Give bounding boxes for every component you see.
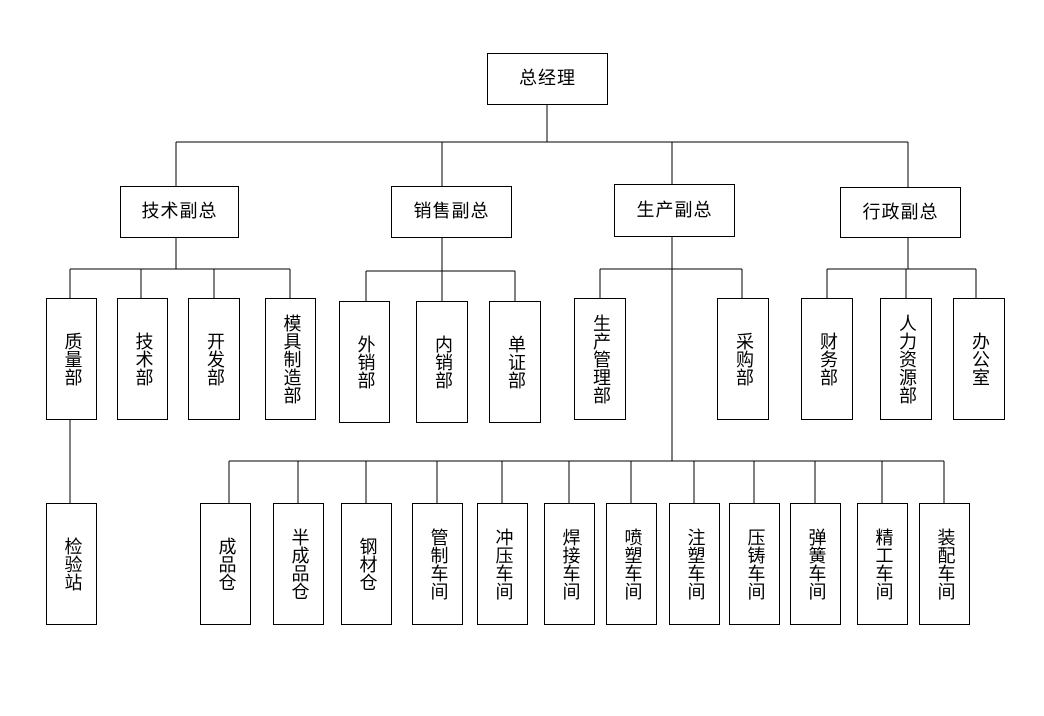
node-documentation-department: 单证部 bbox=[489, 301, 541, 423]
node-finance-department: 财务部 bbox=[801, 298, 853, 420]
node-production-management-department: 生产管理部 bbox=[574, 298, 626, 420]
node-quality-department: 质量部 bbox=[46, 298, 97, 420]
node-human-resources-department: 人力资源部 bbox=[880, 298, 932, 420]
node-vp-technology: 技术副总 bbox=[120, 186, 239, 238]
node-inspection-station: 检验站 bbox=[46, 503, 97, 625]
node-assembly-workshop: 装配车间 bbox=[919, 503, 970, 625]
node-injection-workshop: 注塑车间 bbox=[669, 503, 720, 625]
node-general-manager: 总经理 bbox=[487, 53, 608, 105]
node-spring-workshop: 弹簧车间 bbox=[790, 503, 841, 625]
node-die-casting-workshop: 压铸车间 bbox=[729, 503, 780, 625]
node-office: 办公室 bbox=[953, 298, 1005, 420]
node-welding-workshop: 焊接车间 bbox=[544, 503, 595, 625]
node-vp-production: 生产副总 bbox=[614, 184, 735, 237]
node-domestic-sales-department: 内销部 bbox=[416, 301, 468, 423]
node-spraying-workshop: 喷塑车间 bbox=[606, 503, 657, 625]
node-semi-finished-warehouse: 半成品仓 bbox=[273, 503, 324, 625]
node-steel-warehouse: 钢材仓 bbox=[341, 503, 392, 625]
node-technology-department: 技术部 bbox=[117, 298, 168, 420]
node-pipe-workshop: 管制车间 bbox=[412, 503, 463, 625]
node-mold-manufacturing-department: 模具制造部 bbox=[265, 298, 316, 420]
node-finished-goods-warehouse: 成品仓 bbox=[200, 503, 251, 625]
node-vp-administration: 行政副总 bbox=[840, 187, 961, 238]
node-development-department: 开发部 bbox=[188, 298, 240, 420]
node-vp-sales: 销售副总 bbox=[391, 186, 512, 238]
node-stamping-workshop: 冲压车间 bbox=[477, 503, 528, 625]
node-purchasing-department: 采购部 bbox=[717, 298, 769, 420]
node-finishing-workshop: 精工车间 bbox=[857, 503, 908, 625]
node-foreign-sales-department: 外销部 bbox=[339, 301, 390, 423]
